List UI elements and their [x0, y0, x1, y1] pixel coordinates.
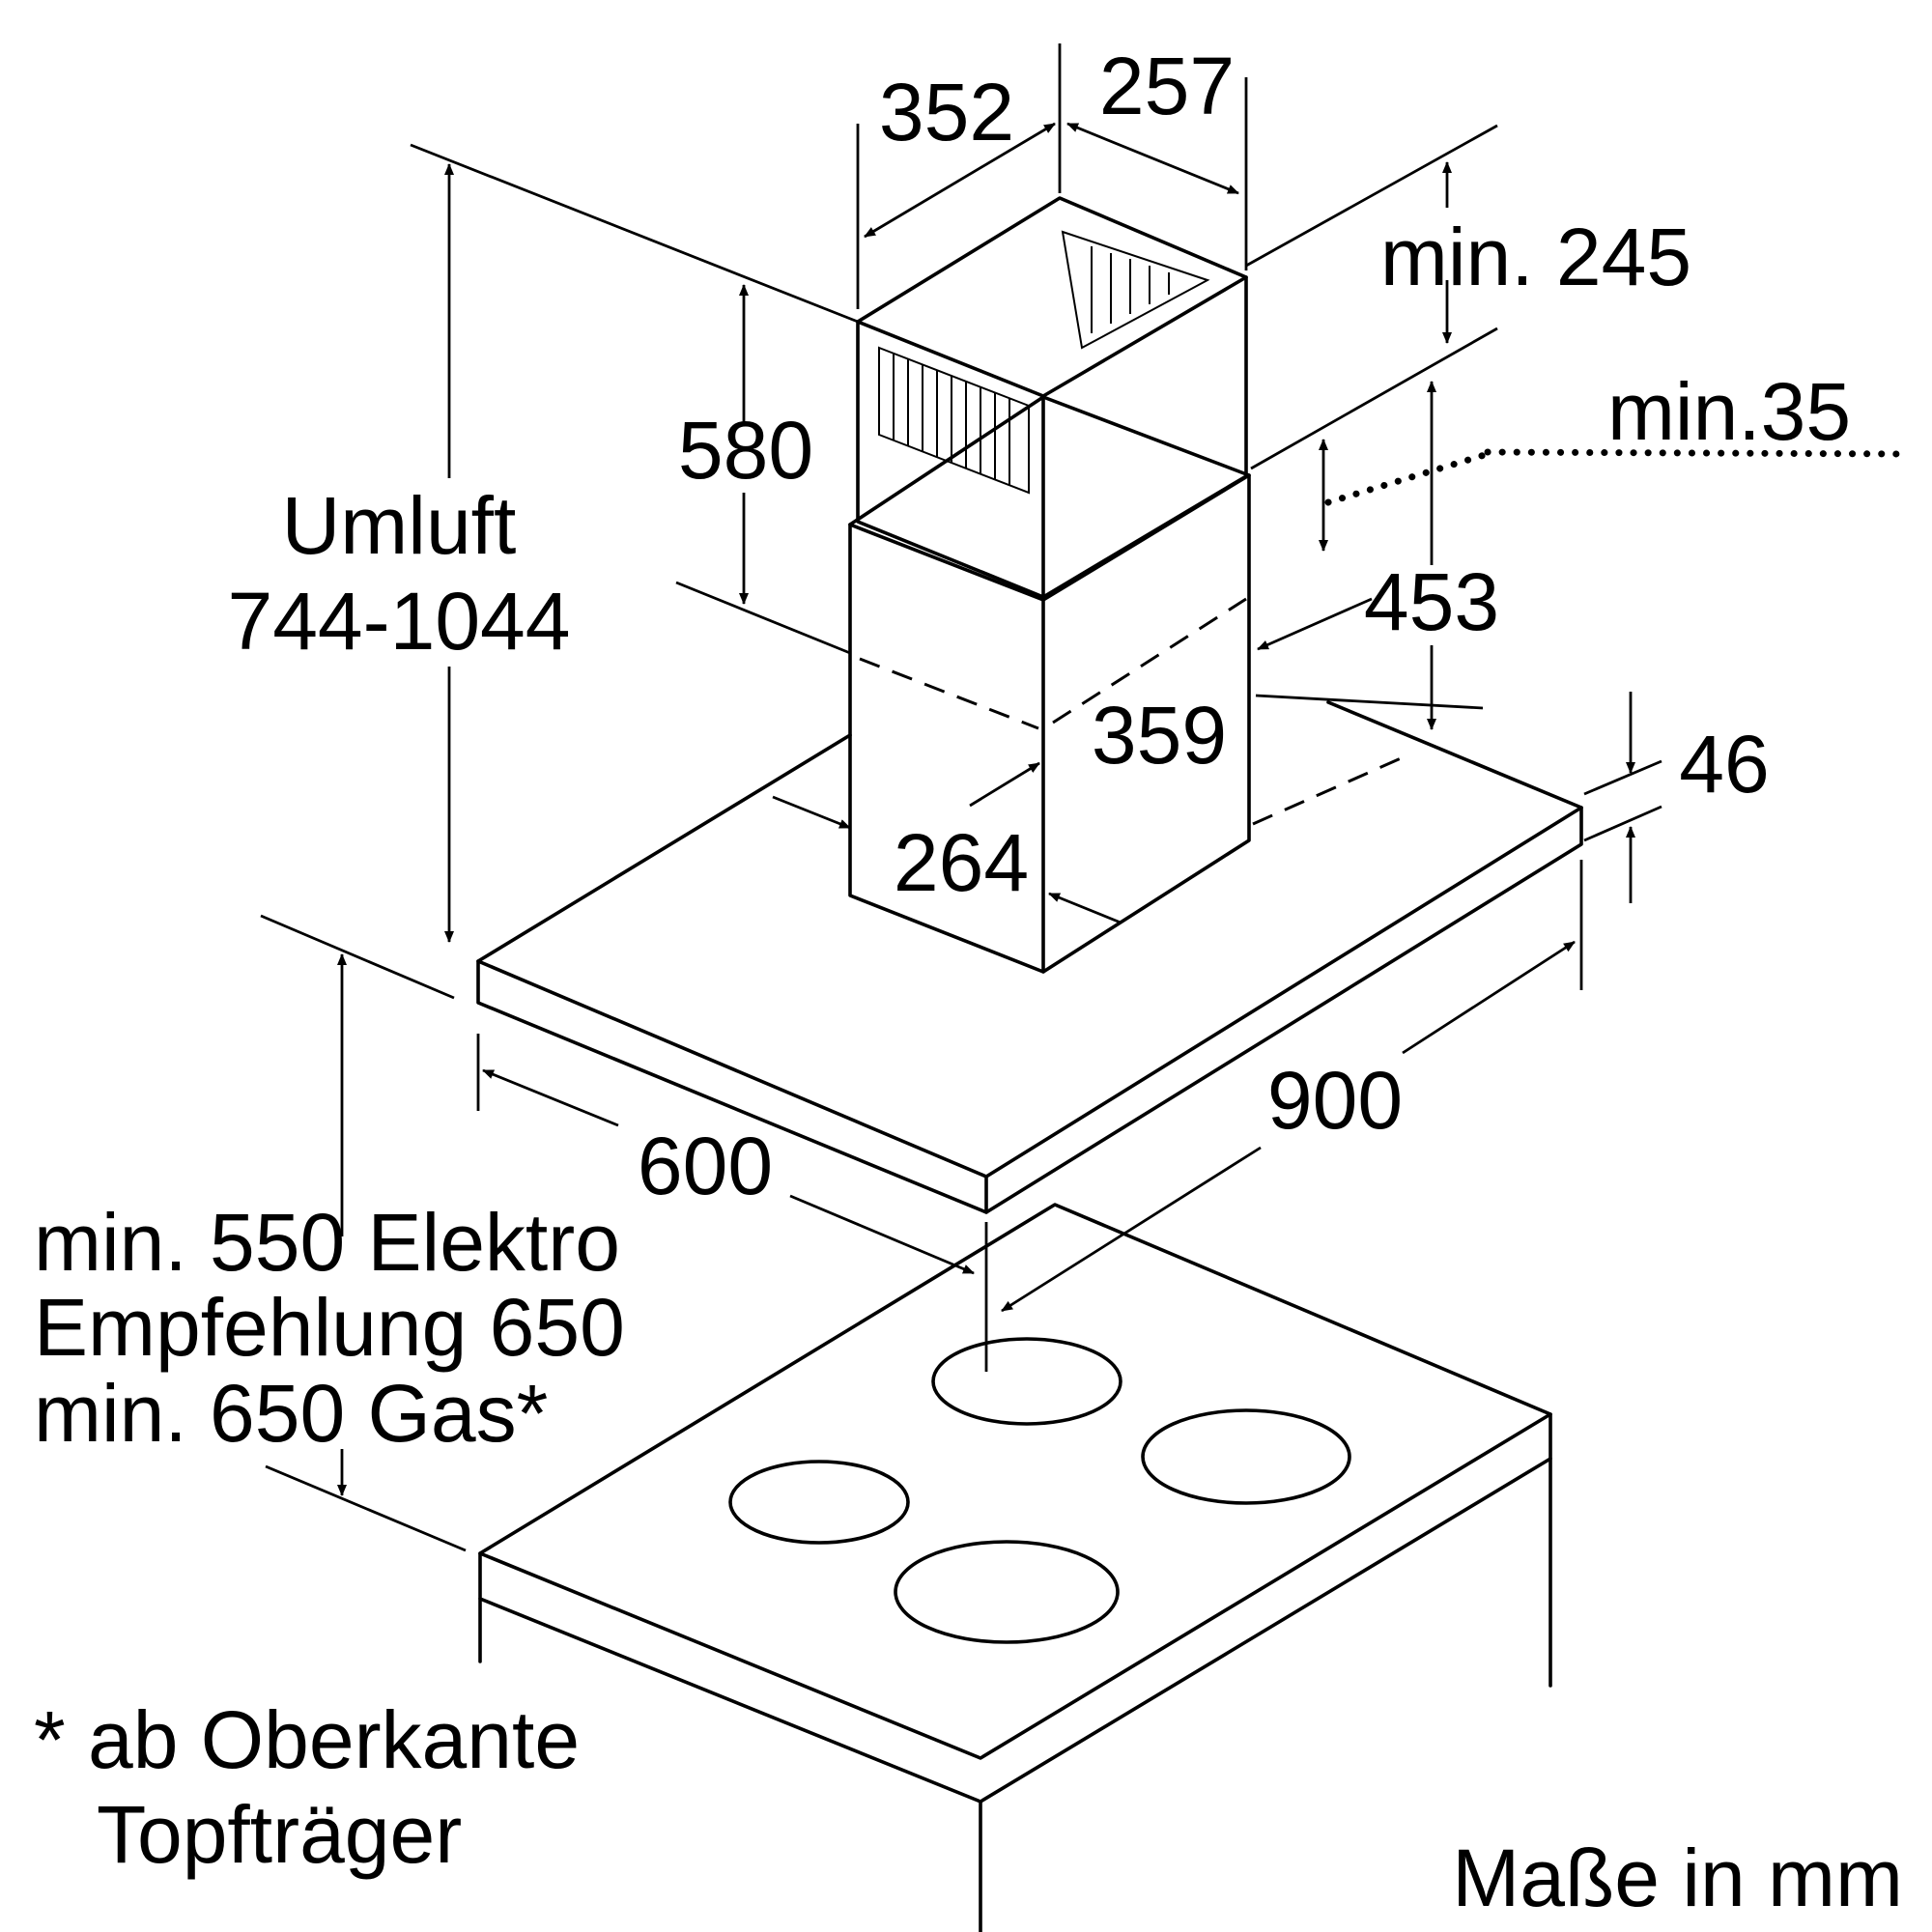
- vent-grille-slats: [893, 354, 1010, 486]
- footnote: * ab Oberkante Topfträger: [34, 1694, 580, 1880]
- inner-bracket-slats: [1091, 246, 1170, 333]
- upper-chimney: [856, 196, 1248, 599]
- label-upper-chimney-height: 580: [678, 405, 813, 496]
- label-lower-chimney-depth: 359: [1092, 690, 1227, 781]
- cooktop-front-edge: [478, 1412, 1552, 1804]
- units-label: Maße in mm: [1452, 1833, 1903, 1923]
- burner-front: [894, 1540, 1120, 1644]
- lower-chimney: [848, 395, 1251, 974]
- lower-chimney-hidden-side: [1052, 597, 1247, 724]
- label-min-overlap: min.35: [1607, 366, 1851, 457]
- lower-chimney-top-face: [848, 395, 1251, 602]
- footnote-line1: * ab Oberkante: [34, 1694, 580, 1785]
- installation-notes: min. 550 Elektro Empfehlung 650 min. 650…: [34, 1197, 625, 1459]
- label-recirc-height: 744-1044: [228, 576, 571, 667]
- label-canopy-thickness: 46: [1679, 719, 1769, 810]
- note-min-gas: min. 650 Gas*: [34, 1368, 548, 1459]
- canopy: [476, 700, 1583, 1214]
- inner-bracket: [1061, 230, 1210, 350]
- note-min-electric: min. 550 Elektro: [34, 1197, 620, 1288]
- dimension-labels: 352 257 580 Umluft 744-1044 min. 245 min…: [228, 41, 1852, 1211]
- extension-lines: [260, 43, 1912, 1552]
- burner-right: [1141, 1408, 1351, 1505]
- burner-back: [931, 1337, 1122, 1426]
- label-lower-chimney-height: 453: [1364, 556, 1499, 647]
- cooktop: [478, 1203, 1552, 1932]
- canopy-top-outline: [476, 700, 1583, 1179]
- label-hood-width: 900: [1267, 1055, 1403, 1146]
- label-min-top-clearance: min. 245: [1380, 212, 1691, 302]
- note-recommendation: Empfehlung 650: [34, 1282, 625, 1373]
- canopy-hidden-line: [1252, 756, 1402, 826]
- upper-chimney-top-face: [856, 196, 1248, 398]
- cooktop-top-surface: [478, 1203, 1552, 1760]
- min-overlap-dotted-line: [1324, 450, 1492, 506]
- label-lower-chimney-width: 264: [894, 817, 1029, 908]
- burner-left: [728, 1460, 910, 1545]
- label-hood-depth: 600: [638, 1121, 773, 1211]
- lower-chimney-hidden-front: [859, 657, 1039, 730]
- label-chimney-depth-top: 257: [1099, 41, 1235, 131]
- label-recirc: Umluft: [282, 480, 517, 571]
- vent-grille-front: [878, 346, 1030, 495]
- dimension-arrows: [337, 122, 1635, 1496]
- label-chimney-width-top: 352: [879, 67, 1014, 157]
- footnote-line2: Topfträger: [97, 1789, 462, 1880]
